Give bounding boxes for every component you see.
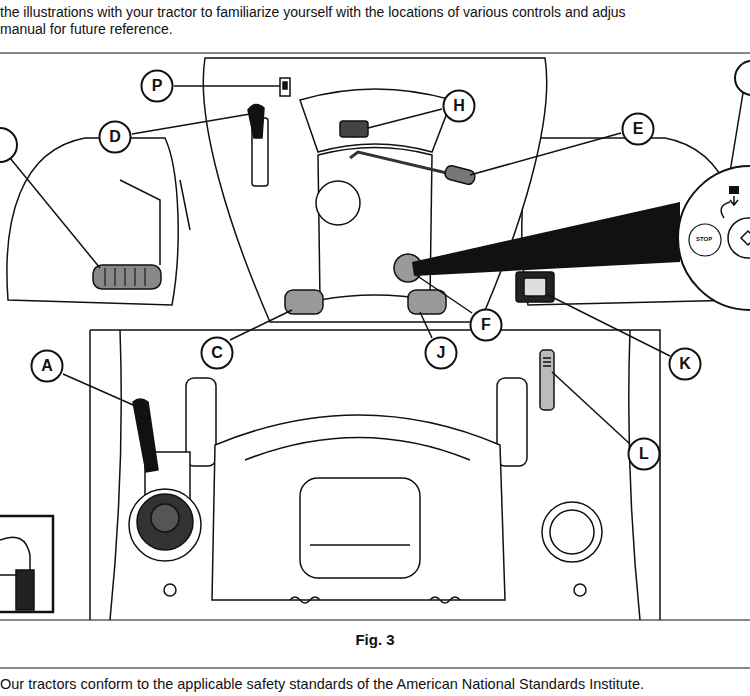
- partial-callout: [0, 128, 17, 162]
- speed-lever: [133, 399, 158, 472]
- callout-circle: C: [200, 336, 234, 370]
- icon-arrow: [730, 196, 738, 205]
- leader-line: [63, 374, 140, 408]
- leader-line: [416, 275, 472, 313]
- callout-letter: D: [98, 120, 132, 154]
- switch-toggle: [283, 82, 287, 89]
- brake-pedal: [93, 265, 161, 289]
- switch-marking: STOP: [696, 236, 712, 242]
- switch-face: [524, 278, 546, 296]
- dash-panel: [300, 89, 452, 152]
- callout-letter: L: [627, 437, 661, 471]
- callout-circle: L: [627, 437, 661, 471]
- leader-line: [730, 93, 743, 172]
- callout-letter: F: [469, 308, 503, 342]
- body-text: the illustrations with your tractor to f…: [0, 4, 626, 20]
- leader-line: [420, 312, 432, 338]
- zoom-wedge: [412, 202, 680, 276]
- linkage: [120, 180, 190, 265]
- leader-line: [174, 85, 280, 87]
- callout-letter: E: [621, 112, 655, 146]
- cup-holder-inner: [550, 510, 594, 554]
- seat-springs: [290, 597, 460, 603]
- callout-letter: C: [200, 336, 234, 370]
- callout-circle: A: [30, 349, 64, 383]
- seat-edge: [245, 438, 470, 461]
- hour-meter: [340, 121, 368, 137]
- leader-lines: [0, 61, 750, 444]
- seat-support: [497, 378, 527, 466]
- rule-line: [0, 619, 750, 620]
- key-slot: [728, 218, 750, 258]
- body-text: Our tractors conform to the applicable s…: [0, 676, 644, 692]
- tractor-body: [0, 53, 750, 668]
- pto-switch: [516, 272, 554, 302]
- figure-caption: Fig. 3: [355, 631, 394, 648]
- leader-line: [368, 109, 442, 128]
- seat-cushion: [300, 478, 420, 578]
- leader-line: [470, 133, 621, 175]
- seat: [212, 415, 505, 600]
- leader-line: [548, 295, 670, 356]
- callout-letter: P: [140, 69, 174, 103]
- bolt: [164, 584, 176, 596]
- key-hole: [741, 231, 750, 245]
- inset-circle: [678, 166, 750, 310]
- grip-lines: [543, 358, 551, 366]
- callout-circle: J: [424, 336, 458, 370]
- rule-line: [0, 52, 750, 53]
- icon: [729, 186, 739, 194]
- cup-holder: [542, 502, 602, 562]
- callout-letter: A: [30, 349, 64, 383]
- ignition-inset: [412, 166, 750, 310]
- partial-callout: [735, 61, 750, 95]
- control-knob: [408, 290, 446, 314]
- inset-part: [16, 570, 34, 610]
- light-switch: [280, 78, 290, 96]
- callout-circle: K: [668, 347, 702, 381]
- callout-letter: K: [668, 347, 702, 381]
- seat-seam: [310, 544, 410, 546]
- callout-circle: P: [140, 69, 174, 103]
- callout-circle: E: [621, 112, 655, 146]
- inset-box: [0, 516, 53, 612]
- callout-letter: H: [442, 89, 476, 123]
- deck-lever: [540, 350, 554, 410]
- callout-circle: H: [442, 89, 476, 123]
- frame-line: [110, 330, 640, 620]
- rule-line: [0, 667, 750, 668]
- pedal-ridges: [105, 268, 145, 286]
- cap-top: [151, 504, 179, 532]
- leader-line: [552, 372, 630, 444]
- steering-column: [316, 181, 360, 225]
- stop-position: [689, 224, 721, 256]
- leader-line: [230, 310, 292, 340]
- rear-frame: [90, 330, 660, 620]
- leader-line: [132, 114, 250, 134]
- fuel-well: [129, 489, 201, 561]
- callout-circle: D: [98, 120, 132, 154]
- callout-circle: F: [469, 308, 503, 342]
- hood: [203, 58, 546, 322]
- lift-lever: [248, 104, 264, 138]
- left-fender: [7, 138, 178, 305]
- callout-letter: J: [424, 336, 458, 370]
- bolt: [574, 584, 586, 596]
- symbol: [721, 202, 730, 218]
- leader-line: [10, 158, 100, 268]
- fuel-cap: [137, 494, 193, 550]
- body-text: manual for future reference.: [0, 21, 173, 37]
